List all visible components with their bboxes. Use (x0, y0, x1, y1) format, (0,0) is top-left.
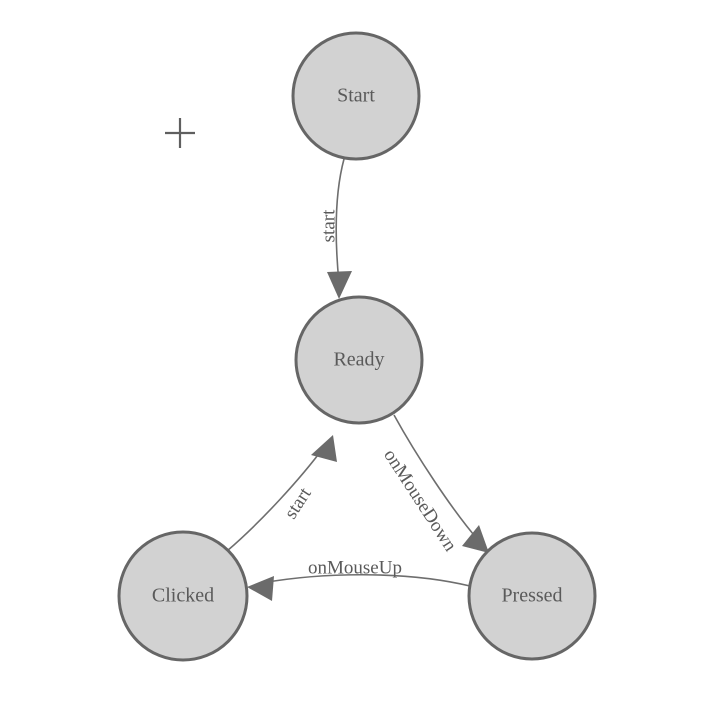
edge-ready-to-pressed[interactable]: onMouseDown (379, 414, 489, 556)
crosshair-marker-icon (165, 118, 195, 148)
edge-pressed-to-clicked[interactable]: onMouseUp (247, 557, 471, 601)
state-node-label: Pressed (501, 585, 562, 607)
state-node-shape (117, 530, 249, 662)
edge-label: start (280, 483, 316, 522)
edge-line (393, 414, 480, 542)
state-node-label: Ready (333, 349, 384, 371)
edge-label: onMouseUp (308, 557, 402, 578)
state-node-shape (291, 31, 421, 161)
edge-line (261, 573, 471, 587)
state-node-label: Start (337, 85, 375, 107)
state-node-ready[interactable]: Ready (294, 295, 424, 425)
state-node-clicked[interactable]: Clicked (117, 530, 249, 662)
edge-line (226, 446, 325, 552)
state-node-shape (294, 295, 424, 425)
markers-layer (165, 118, 195, 148)
state-node-shape (467, 531, 597, 661)
arrowhead-icon (247, 576, 274, 601)
state-node-pressed[interactable]: Pressed (467, 531, 597, 661)
edge-clicked-to-ready[interactable]: start (226, 435, 337, 552)
arrowhead-icon (311, 435, 337, 462)
state-node-start[interactable]: Start (291, 31, 421, 161)
state-node-label: Clicked (152, 585, 214, 607)
edge-start-to-ready[interactable]: start (318, 158, 352, 299)
arrowhead-icon (327, 271, 352, 299)
edge-label: start (318, 209, 339, 242)
arrowhead-icon (462, 525, 489, 553)
